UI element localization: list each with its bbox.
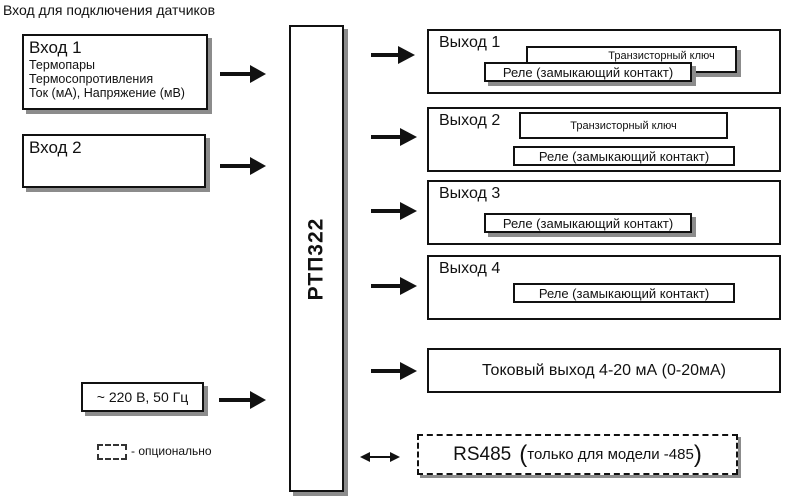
- input-1-label: Вход 1: [29, 38, 82, 57]
- arrow-rs485-bidirectional: [360, 452, 400, 462]
- output-1-relay: Реле (замыкающий контакт): [484, 62, 692, 82]
- output-3-relay: Реле (замыкающий контакт): [484, 213, 692, 233]
- output-3-relay-label: Реле (замыкающий контакт): [502, 215, 674, 231]
- rs485-box: RS485 ( только для модели -485 ): [417, 434, 738, 475]
- output-1-relay-label: Реле (замыкающий контакт): [502, 64, 674, 80]
- optional-legend: - опционально: [97, 442, 257, 462]
- output-2-relay-label: Реле (замыкающий контакт): [538, 148, 710, 164]
- rs485-paren-close: ): [693, 440, 702, 468]
- output-2-relay: Реле (замыкающий контакт): [513, 146, 735, 166]
- output-4-label: Выход 4: [439, 260, 501, 277]
- input-1-detail-thermocouple: Термопары: [29, 58, 96, 72]
- rs485-paren-open: (: [519, 440, 528, 468]
- arrow-output-1: [371, 46, 415, 64]
- power-label: ~ 220 В, 50 Гц: [96, 389, 189, 405]
- rs485-note: только для модели -485: [527, 446, 694, 463]
- output-1-transistor-label: Транзисторный ключ: [608, 50, 715, 62]
- input-1-detail-rtd: Термосопротивления: [29, 72, 154, 86]
- input-1-detail-current-voltage: Ток (мА), Напряжение (мВ): [29, 86, 185, 100]
- output-3-box: Выход 3: [427, 180, 781, 245]
- power-box: ~ 220 В, 50 Гц: [81, 382, 204, 412]
- arrow-current-output: [371, 362, 417, 380]
- dashed-box-icon: [97, 444, 127, 460]
- output-3-label: Выход 3: [439, 185, 501, 202]
- arrow-input-2: [220, 157, 266, 175]
- output-1-label: Выход 1: [439, 34, 501, 51]
- current-output-label: Токовый выход 4-20 мА (0-20мА): [482, 361, 726, 379]
- output-2-transistor-label: Транзисторный ключ: [570, 119, 677, 132]
- controller-label: РТП322: [304, 217, 328, 300]
- output-2-label: Выход 2: [439, 112, 501, 129]
- input-1-box: Вход 1 Термопары Термосопротивления Ток …: [22, 34, 208, 110]
- controller-block: РТП322: [289, 25, 344, 492]
- arrow-input-1: [220, 65, 266, 83]
- arrow-output-4: [371, 277, 417, 295]
- output-4-relay: Реле (замыкающий контакт): [513, 283, 735, 303]
- diagram-title: Вход для подключения датчиков: [3, 2, 216, 18]
- arrow-power: [219, 391, 266, 409]
- arrow-output-3: [371, 202, 417, 220]
- input-2-box: Вход 2: [22, 134, 206, 188]
- current-output-box: Токовый выход 4-20 мА (0-20мА): [427, 348, 781, 393]
- output-2-transistor: Транзисторный ключ: [519, 112, 728, 139]
- output-4-relay-label: Реле (замыкающий контакт): [538, 285, 710, 301]
- input-2-label: Вход 2: [29, 138, 82, 157]
- arrow-output-2: [371, 128, 417, 146]
- rs485-label: RS485: [453, 443, 512, 465]
- optional-legend-label: - опционально: [131, 444, 212, 458]
